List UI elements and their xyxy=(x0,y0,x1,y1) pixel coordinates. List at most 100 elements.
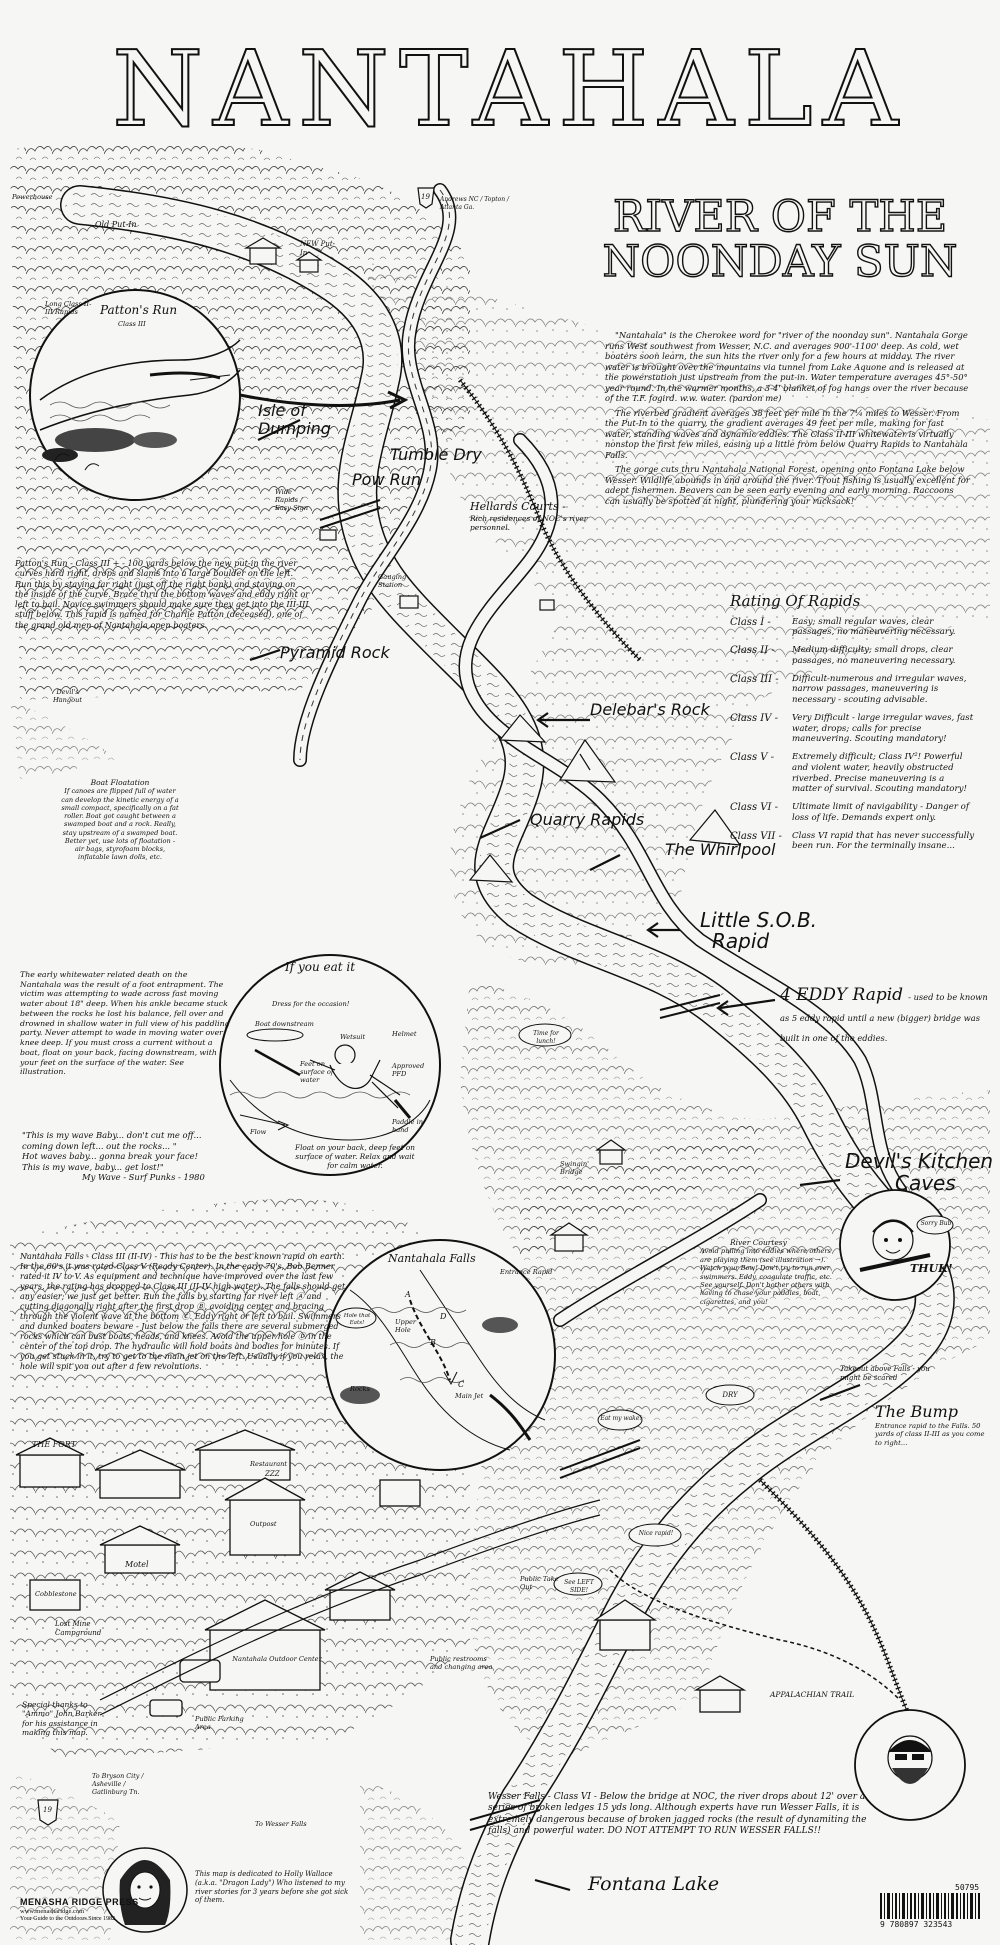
rating-row: Class III - Difficult-numerous and irregu… xyxy=(730,674,975,706)
label-quarry-rapids: Quarry Rapids xyxy=(530,810,645,829)
label-restaurant: Restaurant xyxy=(250,1460,288,1468)
barcode-price-code: 50795 xyxy=(955,1883,980,1892)
foot-entrapment-text: The early whitewater related death on th… xyxy=(20,970,230,1077)
pattons-run-inset-class: Class III xyxy=(118,320,146,328)
label-whirlpool: The Whirlpool xyxy=(665,840,776,859)
devils-kitchen-line-2: Caves xyxy=(895,1171,956,1195)
bubble-see-left: See LEFT SIDE! xyxy=(564,1579,594,1594)
pattons-run-text: Patton's Run - Class III + - 100 yards b… xyxy=(15,558,310,630)
label-public-restrooms: Public restrooms and changing area xyxy=(430,1655,493,1672)
little-sob-line-2: Rapid xyxy=(712,929,770,953)
label-flow: Flow xyxy=(250,1128,267,1136)
map-title: NANTAHALA xyxy=(111,27,908,151)
label-swingin-bridge: Swingin' Bridge xyxy=(560,1160,589,1177)
label-takeout-above-falls: Takeout above Falls - you might be scare… xyxy=(840,1365,930,1382)
rating-description: Easy; small regular waves, clear passage… xyxy=(792,616,956,638)
bubble-zzz: ZZZ xyxy=(265,1470,280,1478)
village-road xyxy=(99,1499,601,1701)
river-courtesy-text: Avoid pulling into eddies where others a… xyxy=(700,1247,832,1306)
nantahala-falls-text: Nantahala Falls - Class III (II-IV) - Th… xyxy=(20,1252,346,1371)
label-wetsuit: Wetsuit xyxy=(340,1033,366,1041)
appalachian-trail-path xyxy=(609,1569,901,1701)
highway-19 xyxy=(293,183,907,1327)
rating-class: Class V - xyxy=(730,752,775,764)
shield-19-top: 19 xyxy=(421,193,430,201)
put-in-buildings xyxy=(243,237,627,1252)
label-dress: Dress for the occasion! xyxy=(272,1000,350,1008)
rating-description: Class VI rapid that has never successful… xyxy=(792,830,975,852)
falls-label-a: A xyxy=(405,1290,411,1299)
pattons-run-inset xyxy=(29,289,409,501)
label-isle-of-dumping: Isle of Dumping xyxy=(258,401,331,438)
bubble-time-for-lunch: Time for lunch! xyxy=(533,1030,559,1045)
boat-floatation-note: Boat Floatation If canoes are flipped fu… xyxy=(60,778,180,861)
label-new-put-in: NEW Put-In xyxy=(300,240,336,257)
intro-text: "Nantahala" is the Cherokee word for "ri… xyxy=(605,330,970,506)
label-pyramid-rock: Pyramid Rock xyxy=(280,643,390,662)
label-outpost: Outpost xyxy=(250,1520,277,1528)
label-tumble-dry: Tumble Dry xyxy=(390,445,482,464)
bubble-dry: DRY xyxy=(722,1391,738,1399)
label-long-class-ii: Long Class II-III Rapids xyxy=(45,300,92,317)
artist-medallion xyxy=(854,1709,966,1821)
label-powerhouse: Powerhouse xyxy=(12,193,53,201)
nantahala-river xyxy=(60,185,955,1945)
railroad xyxy=(458,378,923,1742)
rating-description: Difficult-numerous and irregular waves, … xyxy=(792,673,967,706)
label-boat-downstream: Boat downstream xyxy=(255,1020,314,1028)
label-pow-run: Pow Run xyxy=(352,470,422,489)
rating-rows: Class I - Easy; small regular waves, clea… xyxy=(730,617,975,852)
thanks-text: Special thanks to "Ammo" John Barker for… xyxy=(22,1700,102,1738)
label-devils-hangout: Devil's Hangout xyxy=(52,688,82,705)
publisher-name: MENASHA RIDGE PRESS xyxy=(20,1897,139,1907)
rating-title: Rating Of Rapids xyxy=(730,592,861,610)
rating-class: Class II - xyxy=(730,645,775,657)
rating-row: Class V -Extremely difficult; Class IV²!… xyxy=(730,752,975,795)
rating-class: Class I - xyxy=(730,616,771,628)
label-delebars-rock: Delebar's Rock xyxy=(590,700,710,719)
label-gauging-station: Gauging Station xyxy=(378,573,407,590)
label-to-bryson: To Bryson City / Asheville / Gatlinburg … xyxy=(92,1772,144,1796)
label-noc: Nantahala Outdoor Center xyxy=(232,1655,322,1663)
bubble-hole-that-eats: Hole that Eats! xyxy=(343,1313,371,1326)
the-bump-title: The Bump xyxy=(875,1402,959,1421)
label-four-eddy: 4 EDDY Rapid - used to be known as 5 edd… xyxy=(780,985,990,1046)
bubble-nice-rapid: Nice rapid! xyxy=(638,1530,674,1537)
bubble-sorry-bub: Sorry Bub xyxy=(920,1220,952,1227)
subtitle-line-2: NOONDAY SUN xyxy=(602,237,958,288)
rating-row: Class I - Easy; small regular waves, clea… xyxy=(730,617,975,638)
rating-row: Class VI -Ultimate limit of navigability… xyxy=(730,802,975,823)
falls-label-upper-hole: Upper Hole xyxy=(395,1318,417,1335)
wesser-falls-text: Wesser Falls - Class VI - Below the brid… xyxy=(488,1792,867,1836)
label-devils-kitchen: Devil's Kitchen Caves xyxy=(845,1150,993,1194)
devils-kitchen-line-1: Devil's Kitchen xyxy=(845,1149,994,1173)
label-paddle: Paddle in hand xyxy=(392,1118,423,1135)
rating-of-rapids: Rating Of Rapids Class I - Easy; small re… xyxy=(730,592,975,859)
lyrics-credit: My Wave - Surf Punks - 1980 xyxy=(82,1172,205,1182)
barcode-bars xyxy=(880,1893,980,1919)
bridges xyxy=(319,499,721,1831)
lyrics-line-4: This is my wave, baby... get lost!" xyxy=(22,1161,164,1172)
four-eddy-title: 4 EDDY Rapid xyxy=(780,985,904,1005)
publisher-tagline: Your Guide to the Outdoors Since 1982 xyxy=(20,1916,116,1923)
label-appalachian-trail: APPALACHIAN TRAIL xyxy=(770,1690,855,1699)
nantahala-falls-inset xyxy=(324,1239,556,1471)
label-old-put-in: Old Put-In xyxy=(95,220,137,229)
intro-paragraph-1: "Nantahala" is the Cherokee word for "ri… xyxy=(605,330,969,403)
label-public-take-out: Public Take Out xyxy=(520,1575,559,1592)
river-courtesy: River Courtesy Avoid pulling into eddies… xyxy=(700,1238,835,1306)
rating-class: Class III - xyxy=(730,673,779,685)
noc-village xyxy=(15,1429,747,1717)
if-you-eat-it-caption: Float on your back, deep feet on surface… xyxy=(295,1143,415,1171)
label-pfd: Approved PFD xyxy=(392,1062,425,1079)
label-wide-rapids: Wide Rapids / Easy Sign xyxy=(275,488,309,513)
dedication-medallion xyxy=(102,1847,188,1933)
barcode-isbn: 9 780897 323543 xyxy=(880,1920,953,1929)
bubble-eat-my-wake: Eat my wake! xyxy=(600,1415,642,1422)
boat-floatation-text: If canoes are flipped full of water can … xyxy=(61,787,179,862)
falls-label-c: C xyxy=(458,1380,465,1389)
intro-paragraph-2: The riverbed gradient averages 38 feet p… xyxy=(605,407,968,460)
lyrics-line-1: "This is my wave Baby... don't cut me of… xyxy=(22,1130,202,1140)
rating-description: Medium difficulty; small drops, clear pa… xyxy=(792,645,956,666)
